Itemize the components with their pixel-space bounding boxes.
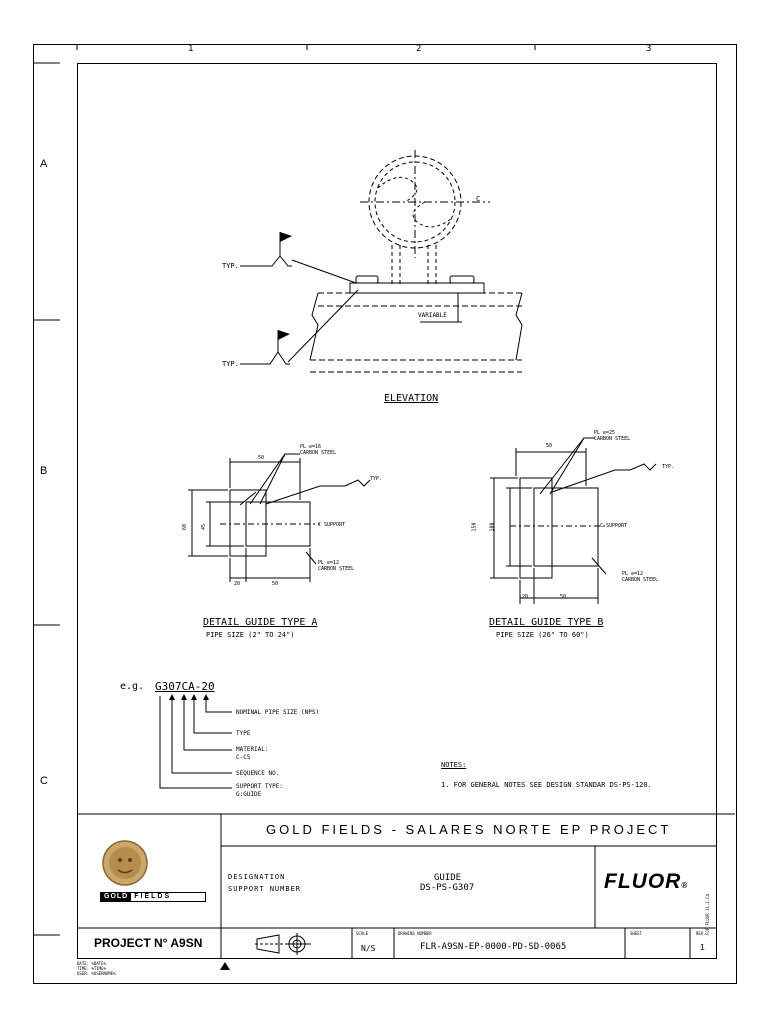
elevation-centerline-label: C [476, 195, 481, 203]
center-marker-icon [220, 962, 230, 970]
example-item-material: MATERIAL: [236, 746, 269, 753]
outer-frame [33, 44, 737, 984]
detail-a-subtitle: PIPE SIZE (2" TO 24") [206, 631, 295, 639]
example-item-material-value: C-CS [236, 754, 251, 761]
detail-a-drawing [188, 453, 371, 582]
elevation-variable-label: VARIABLE [418, 312, 447, 319]
elevation-drawing [240, 150, 523, 373]
notes-item-1: 1. FOR GENERAL NOTES SEE DESIGN STANDAR … [441, 781, 652, 789]
drawing-number-value: FLR-A9SN-EP-0000-PD-SD-0065 [420, 942, 567, 952]
inner-frame [77, 63, 717, 959]
date-stamp: DATE: %DATE% [77, 961, 106, 966]
example-prefix: e.g. [120, 681, 145, 692]
user-stamp: USER: %USERNAME% [77, 971, 116, 976]
detail-b-dim-bottom-right: 50 [560, 594, 567, 600]
detail-a-typ: TYP. [370, 476, 383, 482]
detail-b-plate-bottom-material: CARBON STEEL [622, 577, 659, 583]
notes-title: NOTES: [441, 761, 467, 769]
gold-fields-logo-icon [102, 840, 148, 886]
detail-b-dim-bottom-left: 20 [522, 594, 529, 600]
side-code: FOR FLUOR 11.1.C4 [705, 894, 710, 935]
example-item-support-type: SUPPORT TYPE: [236, 783, 283, 790]
detail-b-dim-top: 50 [546, 443, 553, 449]
detail-a-support: C SUPPORT [318, 522, 346, 528]
detail-b-drawing [490, 437, 657, 604]
time-stamp: TIME: %TIME% [77, 966, 106, 971]
row-label-c: C [40, 775, 48, 787]
detail-a-dim-bottom-left: 20 [234, 581, 241, 587]
scale-value: N/S [361, 944, 376, 953]
column-label-3: 3 [646, 44, 652, 54]
designation-label: DESIGNATION [228, 873, 286, 881]
scale-label: SCALE [356, 931, 369, 936]
detail-a-plate-top-material: CARBON STEEL [300, 450, 337, 456]
designation-value: GUIDE [434, 873, 462, 883]
row-label-b: B [40, 465, 48, 477]
detail-a-plate-top: PL e=16 [300, 444, 322, 450]
rev-value: 1 [700, 943, 705, 952]
detail-b-title: DETAIL GUIDE TYPE B [489, 617, 604, 628]
example-item-support-value: G:GUIDE [236, 791, 262, 798]
example-item-sequence: SEQUENCE NO. [236, 770, 280, 777]
example-item-type: TYPE [236, 730, 251, 737]
logo-gold-text: GOLD [101, 893, 132, 901]
detail-a-dim-bottom-right: 50 [272, 581, 279, 587]
fluor-logo-text: FLUOR [604, 870, 682, 893]
elevation-typ-upper: TYP. [222, 262, 239, 270]
detail-a-plate-bottom: PL e=12 [318, 560, 340, 566]
detail-b-support: C SUPPORT [600, 523, 628, 529]
detail-b-plate-top-material: CARBON STEEL [594, 436, 631, 442]
detail-b-plate-top: PL e=25 [594, 430, 616, 436]
detail-a-dim-top: 50 [258, 455, 265, 461]
elevation-title: ELEVATION [384, 393, 439, 404]
row-label-a: A [40, 158, 48, 170]
gold-fields-logo-bar: GOLD FIELDS [100, 892, 206, 902]
fluor-logo-mark: ® [681, 881, 689, 890]
project-title: GOLD FIELDS - SALARES NORTE EP PROJECT [266, 822, 672, 837]
rev-label: REV. [696, 931, 706, 936]
detail-a-plate-bottom-material: CARBON STEEL [318, 566, 355, 572]
projection-symbol-icon [255, 933, 311, 955]
example-leaders [159, 694, 232, 789]
elevation-typ-lower: TYP. [222, 360, 239, 368]
example-item-nps: NOMINAL PIPE SIZE (NPS) [236, 709, 320, 716]
detail-b-subtitle: PIPE SIZE (26" TO 60") [496, 631, 589, 639]
support-number-value: DS-PS-G307 [420, 883, 475, 893]
sheet-label: SHEET [630, 931, 643, 936]
detail-b-typ: TYP. [662, 464, 675, 470]
detail-b-plate-bottom: PL e=12 [622, 571, 644, 577]
column-label-1: 1 [188, 44, 194, 54]
column-label-2: 2 [416, 44, 422, 54]
fluor-logo: FLUOR® [604, 870, 688, 894]
support-number-label: SUPPORT NUMBER [228, 885, 302, 893]
detail-a-title: DETAIL GUIDE TYPE A [203, 617, 318, 628]
project-number: PROJECT N° A9SN [94, 936, 203, 950]
example-code: G307CA-20 [155, 680, 215, 693]
drawing-number-label: DRAWING NUMBER [398, 931, 432, 936]
logo-fields-text: FIELDS [134, 893, 172, 900]
